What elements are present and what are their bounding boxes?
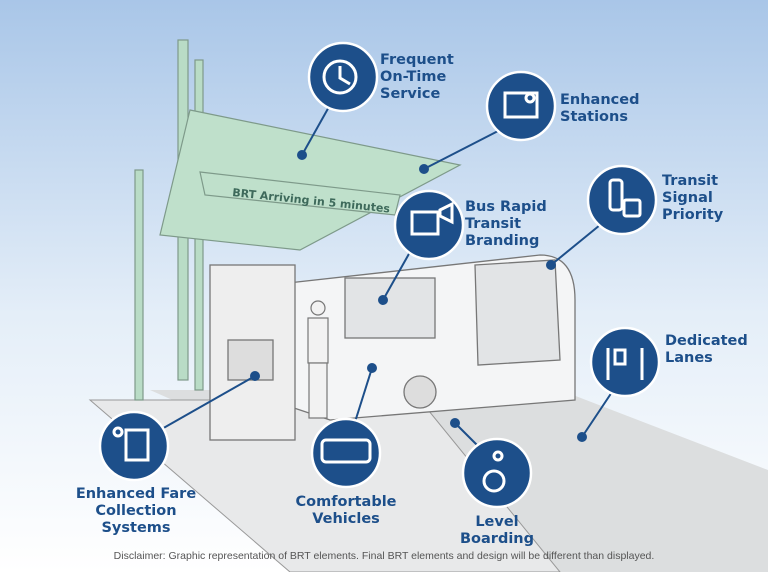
bus-illustration: [269, 254, 576, 421]
marker-dot: [378, 295, 388, 305]
marker-dot: [577, 432, 587, 442]
station-shelter-icon: [485, 70, 557, 142]
fare-kiosk-icon: [98, 410, 170, 482]
bus-icon: [310, 417, 382, 489]
clock-icon: [307, 41, 379, 113]
marker-dot: [419, 164, 429, 174]
icon-glyphs: [112, 59, 644, 493]
leader-lines: [159, 104, 613, 447]
marker-dot: [250, 371, 260, 381]
disclaimer: Disclaimer: Graphic representation of BR…: [113, 550, 655, 562]
map-megaphone-icon: [393, 189, 465, 261]
marker-dot: [450, 418, 460, 428]
marker-dot: [546, 260, 556, 270]
marker-dot: [297, 150, 307, 160]
passenger-illustration: [307, 300, 329, 419]
fare-kiosk-illustration: [209, 264, 296, 441]
marker-dot: [367, 363, 377, 373]
station-canopy: [134, 39, 462, 401]
